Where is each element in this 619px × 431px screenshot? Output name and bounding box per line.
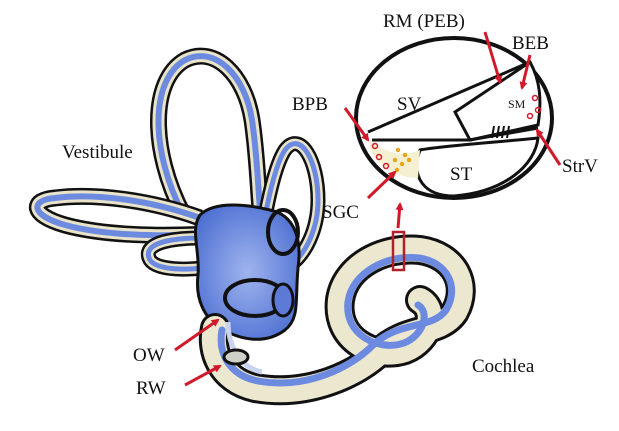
label-vestibule: Vestibule	[62, 142, 133, 163]
label-beb: BEB	[512, 33, 549, 54]
label-rm-peb: RM (PEB)	[383, 11, 465, 32]
label-bpb: BPB	[292, 94, 328, 115]
label-rw: RW	[136, 378, 166, 399]
round-window-shape	[224, 350, 248, 364]
arrow-sgc	[368, 172, 395, 198]
label-sgc: SGC	[322, 202, 359, 223]
label-sv: SV	[397, 94, 422, 115]
label-ow: OW	[133, 345, 165, 366]
label-strv: StrV	[562, 156, 598, 177]
arrow-section	[398, 204, 400, 228]
label-st: ST	[450, 164, 473, 185]
label-cochlea: Cochlea	[472, 356, 535, 377]
label-sm: SM	[508, 97, 526, 111]
